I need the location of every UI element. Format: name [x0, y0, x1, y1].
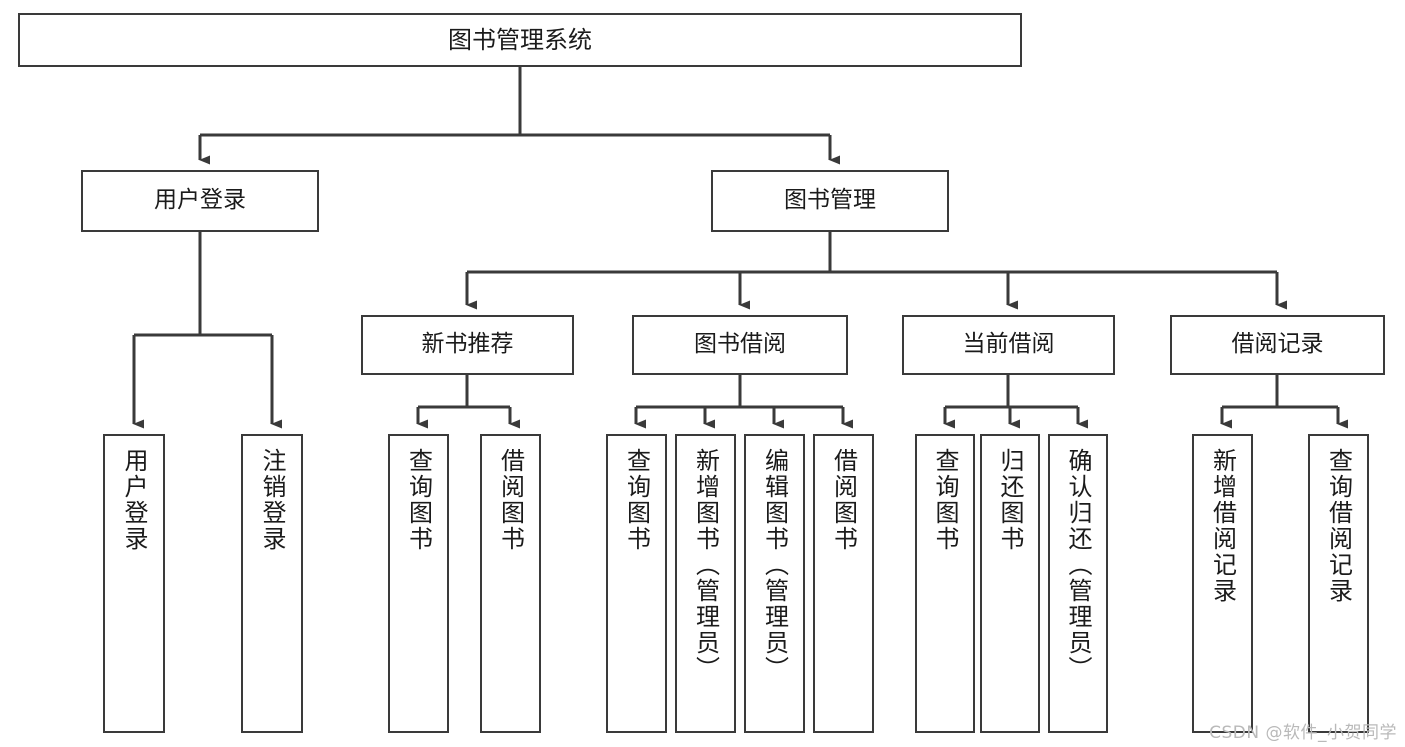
node-root-book-management-system[interactable]: 图书管理系统	[18, 13, 1022, 67]
node-label: 图书管理系统	[448, 25, 592, 54]
node-label: 编辑图书（管理员）	[760, 448, 789, 682]
csdn-watermark: CSDN @软件_小贺同学	[1209, 723, 1397, 743]
leaf-user-login-login[interactable]: 用户登录	[103, 434, 165, 733]
leaf-new-book-borrow[interactable]: 借阅图书	[480, 434, 541, 733]
node-label: 新增图书（管理员）	[691, 448, 720, 682]
node-label: 借阅记录	[1231, 331, 1324, 358]
node-label: 图书管理	[784, 187, 876, 214]
node-label: 图书借阅	[694, 331, 786, 358]
leaf-borrow-record-query[interactable]: 查询借阅记录	[1308, 434, 1369, 733]
node-label: 新增借阅记录	[1208, 448, 1237, 604]
node-borrow-record[interactable]: 借阅记录	[1170, 315, 1385, 375]
leaf-book-borrow-add-admin[interactable]: 新增图书（管理员）	[675, 434, 736, 733]
node-current-borrow[interactable]: 当前借阅	[902, 315, 1115, 375]
node-label: 新书推荐	[421, 331, 514, 358]
node-new-book-recommend[interactable]: 新书推荐	[361, 315, 574, 375]
leaf-book-borrow-query[interactable]: 查询图书	[606, 434, 667, 733]
leaf-current-borrow-query[interactable]: 查询图书	[915, 434, 975, 733]
leaf-current-borrow-return[interactable]: 归还图书	[980, 434, 1040, 733]
node-label: 查询图书	[931, 448, 959, 552]
node-label: 查询借阅记录	[1324, 448, 1353, 604]
leaf-current-borrow-confirm-admin[interactable]: 确认归还（管理员）	[1048, 434, 1108, 733]
node-label: 用户登录	[120, 448, 148, 552]
node-label: 用户登录	[154, 187, 246, 214]
node-label: 查询图书	[622, 448, 651, 552]
leaf-user-login-logout[interactable]: 注销登录	[241, 434, 303, 733]
leaf-book-borrow-edit-admin[interactable]: 编辑图书（管理员）	[744, 434, 805, 733]
leaf-borrow-record-add[interactable]: 新增借阅记录	[1192, 434, 1253, 733]
node-label: 确认归还（管理员）	[1064, 448, 1092, 682]
node-label: 注销登录	[258, 448, 286, 552]
node-label: 借阅图书	[829, 448, 858, 552]
node-book-borrow[interactable]: 图书借阅	[632, 315, 848, 375]
node-label: 查询图书	[404, 448, 433, 552]
node-user-login[interactable]: 用户登录	[81, 170, 319, 232]
node-label: 当前借阅	[962, 331, 1055, 358]
node-label: 借阅图书	[496, 448, 525, 552]
node-book-management[interactable]: 图书管理	[711, 170, 949, 232]
leaf-book-borrow-borrow[interactable]: 借阅图书	[813, 434, 874, 733]
leaf-new-book-query[interactable]: 查询图书	[388, 434, 449, 733]
node-label: 归还图书	[996, 448, 1024, 552]
